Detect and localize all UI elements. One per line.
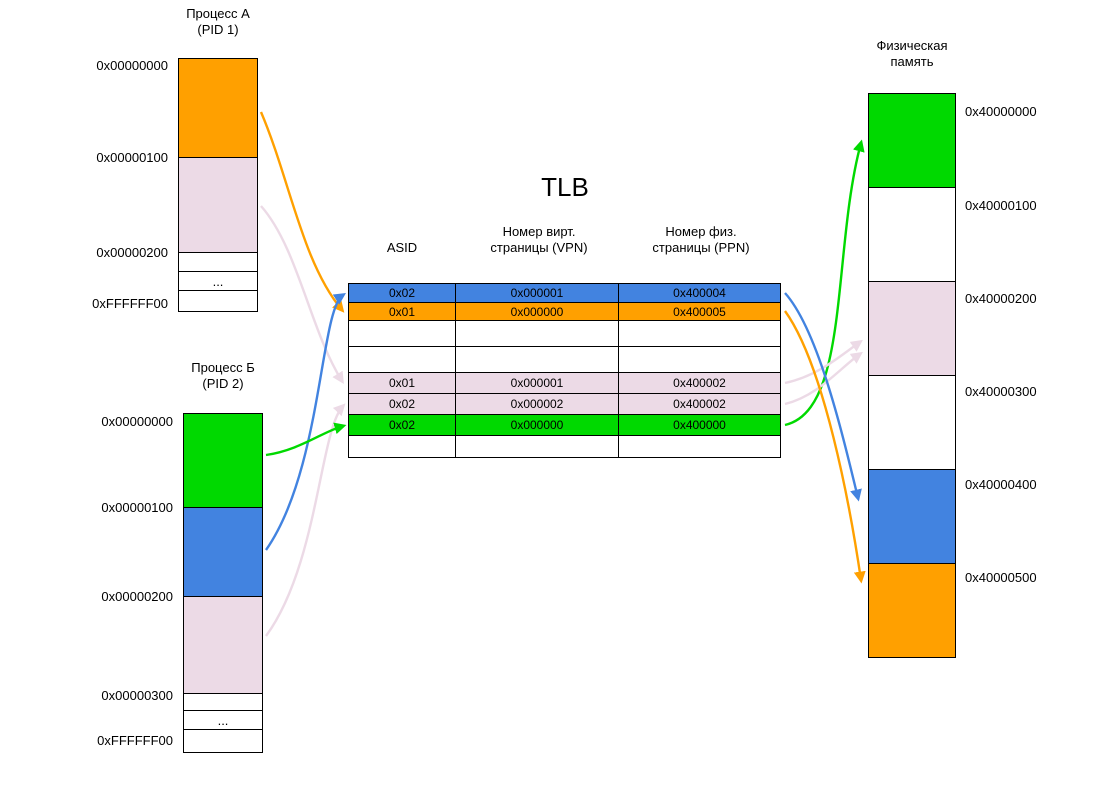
process-b-block-2 [183, 596, 263, 694]
address-label: 0x40000300 [965, 384, 1037, 399]
process-b-block-0 [183, 413, 263, 508]
tlb-cell-asid: 0x01 [348, 302, 456, 321]
tlb-cell-vpn [455, 435, 619, 458]
arrow-procA-pink-page-to-tlb [260, 205, 344, 385]
tlb-row: 0x02 0x000000 0x400000 [348, 414, 781, 436]
process-b-title: Процесс Б (PID 2) [173, 360, 273, 392]
arrow-tlb-pink1-to-physical [784, 339, 863, 385]
physical-block-2 [868, 281, 956, 376]
address-label: 0x40000400 [965, 477, 1037, 492]
tlb-header-ppn-line2: страницы (PPN) [652, 240, 750, 255]
process-b-block-5 [183, 729, 263, 753]
tlb-cell-ppn [618, 435, 781, 458]
arrow-tlb-pink2-to-physical [784, 351, 863, 406]
tlb-cell-ppn: 0x400004 [618, 283, 781, 303]
tlb-row [348, 435, 781, 458]
address-label: 0x00000000 [96, 58, 168, 73]
physical-memory-column [868, 93, 956, 658]
process-a-block-4 [178, 290, 258, 312]
arrow-procA-orange-page-to-tlb [259, 111, 345, 313]
tlb-cell-ppn [618, 346, 781, 373]
tlb-table: 0x02 0x000001 0x400004 0x01 0x000000 0x4… [348, 283, 781, 458]
arrow-tlb-blue-to-physical [784, 292, 862, 502]
tlb-cell-vpn: 0x000001 [455, 283, 619, 303]
address-label: 0x40000000 [965, 104, 1037, 119]
tlb-cell-ppn: 0x400002 [618, 372, 781, 394]
tlb-row: 0x02 0x000002 0x400002 [348, 393, 781, 415]
tlb-header-vpn-line1: Номер вирт. [502, 224, 576, 239]
process-b-memory-column: ... [183, 413, 263, 753]
tlb-row: 0x02 0x000001 0x400004 [348, 283, 781, 303]
address-label: 0x00000200 [101, 589, 173, 604]
tlb-cell-asid: 0x01 [348, 372, 456, 394]
address-label: 0x00000200 [96, 245, 168, 260]
tlb-cell-vpn [455, 346, 619, 373]
address-label: 0x00000100 [101, 500, 173, 515]
tlb-cell-vpn: 0x000000 [455, 302, 619, 321]
arrow-tlb-green-to-physical [784, 139, 865, 427]
tlb-row [348, 346, 781, 373]
process-a-block-2 [178, 252, 258, 272]
tlb-cell-vpn: 0x000001 [455, 372, 619, 394]
physical-block-5 [868, 563, 956, 658]
tlb-row: 0x01 0x000000 0x400005 [348, 302, 781, 321]
process-b-block-3 [183, 693, 263, 711]
physical-memory-title: Физическая память [858, 38, 966, 70]
process-a-title-line2: (PID 1) [197, 22, 239, 37]
tlb-cell-asid: 0x02 [348, 393, 456, 415]
process-a-title-line1: Процесс А [186, 6, 250, 21]
arrow-procB-blue-page-to-tlb [265, 293, 347, 551]
tlb-header-vpn: Номер вирт. страницы (VPN) [458, 224, 620, 256]
process-b-block-1 [183, 507, 263, 597]
tlb-cell-ppn [618, 320, 781, 347]
arrow-procB-pink-page-to-tlb [265, 403, 346, 637]
tlb-title: TLB [541, 172, 589, 202]
arrow-procB-green-page-to-tlb [265, 422, 347, 457]
process-a-block-1 [178, 157, 258, 253]
address-label: 0xFFFFFF00 [92, 296, 168, 311]
tlb-header-vpn-line2: страницы (VPN) [490, 240, 588, 255]
address-label: 0x40000500 [965, 570, 1037, 585]
process-a-block-ellipsis: ... [178, 271, 258, 291]
process-a-title: Процесс А (PID 1) [168, 6, 268, 38]
address-label: 0x40000200 [965, 291, 1037, 306]
tlb-header-ppn-line1: Номер физ. [665, 224, 737, 239]
process-a-block-0 [178, 58, 258, 158]
arrow-tlb-orange-to-physical [784, 310, 866, 584]
tlb-cell-ppn: 0x400005 [618, 302, 781, 321]
ellipsis-label: ... [212, 273, 224, 289]
process-a-memory-column: ... [178, 58, 258, 312]
tlb-header-asid: ASID [386, 240, 418, 255]
address-label: 0x40000100 [965, 198, 1037, 213]
tlb-cell-asid [348, 435, 456, 458]
physical-block-4 [868, 469, 956, 564]
address-label: 0xFFFFFF00 [97, 733, 173, 748]
tlb-cell-asid: 0x02 [348, 283, 456, 303]
tlb-row [348, 320, 781, 347]
process-b-title-line2: (PID 2) [202, 376, 244, 391]
tlb-cell-ppn: 0x400002 [618, 393, 781, 415]
tlb-cell-vpn: 0x000002 [455, 393, 619, 415]
physical-block-0 [868, 93, 956, 188]
process-b-title-line1: Процесс Б [191, 360, 255, 375]
tlb-cell-vpn: 0x000000 [455, 414, 619, 436]
tlb-cell-asid: 0x02 [348, 414, 456, 436]
tlb-header-ppn: Номер физ. страницы (PPN) [620, 224, 782, 256]
address-label: 0x00000300 [101, 688, 173, 703]
ellipsis-label: ... [217, 712, 229, 728]
address-label: 0x00000100 [96, 150, 168, 165]
physical-memory-title-line1: Физическая [876, 38, 948, 53]
tlb-cell-asid [348, 320, 456, 347]
tlb-cell-ppn: 0x400000 [618, 414, 781, 436]
address-label: 0x00000000 [101, 414, 173, 429]
tlb-cell-asid [348, 346, 456, 373]
tlb-cell-vpn [455, 320, 619, 347]
tlb-row: 0x01 0x000001 0x400002 [348, 372, 781, 394]
process-b-block-ellipsis: ... [183, 710, 263, 730]
physical-memory-title-line2: память [890, 54, 934, 69]
physical-block-3 [868, 375, 956, 470]
physical-block-1 [868, 187, 956, 282]
